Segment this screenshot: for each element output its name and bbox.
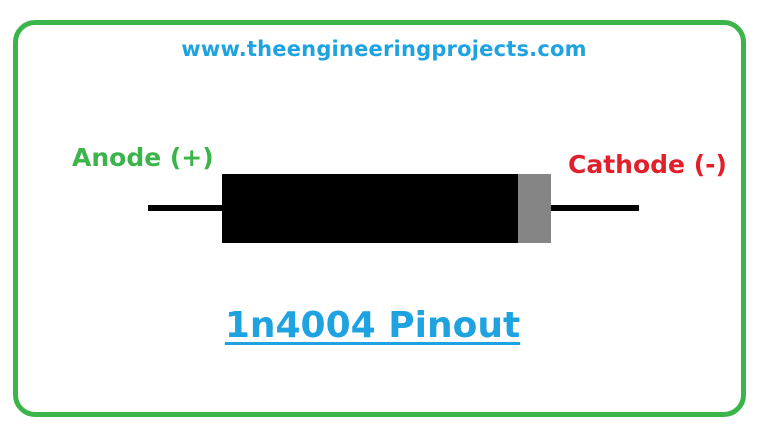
cathode-label: Cathode (-) <box>568 150 727 179</box>
diode-body <box>222 174 518 243</box>
anode-lead <box>148 205 224 211</box>
anode-label: Anode (+) <box>72 143 214 172</box>
diagram-title: 1n4004 Pinout <box>224 305 521 346</box>
cathode-lead <box>550 205 639 211</box>
cathode-band <box>518 174 551 243</box>
website-url: www.theengineeringprojects.com <box>181 37 587 61</box>
